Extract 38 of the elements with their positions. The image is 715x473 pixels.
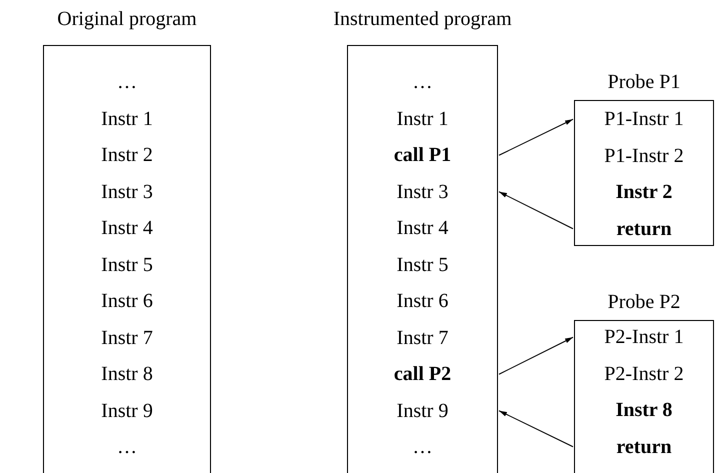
instruction-text: Instr 3 <box>44 174 210 210</box>
instruction-text: Instr 5 <box>348 246 497 283</box>
instruction-text: P1-Instr 2 <box>575 138 713 174</box>
instruction-text: Instr 9 <box>44 392 210 429</box>
instruction-text: Instr 4 <box>348 210 497 246</box>
instruction-text: P2-Instr 1 <box>575 319 713 356</box>
instruction-text: Instr 5 <box>44 246 210 283</box>
instruction-text: Instr 6 <box>348 283 497 320</box>
box-heading: Original program <box>56 7 198 31</box>
instruction-text: call P1 <box>348 137 497 174</box>
instruction-text: … <box>348 64 497 100</box>
arrow <box>498 410 574 448</box>
instruction-text: Instr 7 <box>44 320 210 356</box>
arrow <box>498 118 574 156</box>
instruction-text: Instr 1 <box>348 100 497 137</box>
instruction-text: return <box>575 428 713 465</box>
box-heading: Instrumented program <box>332 7 513 31</box>
arrow <box>498 336 574 375</box>
instruction-text: Instr 2 <box>44 137 210 174</box>
instruction-text: Instr 8 <box>44 356 210 392</box>
instruction-text: Instr 3 <box>348 174 497 210</box>
instruction-text: call P2 <box>348 356 497 392</box>
instruction-text: Instr 1 <box>44 100 210 137</box>
box-heading: Probe P2 <box>606 290 682 314</box>
instruction-text: Instr 6 <box>44 283 210 320</box>
instruction-text: P2-Instr 2 <box>575 356 713 392</box>
instruction-text: Instr 9 <box>348 392 497 429</box>
instruction-text: Instr 8 <box>575 392 713 428</box>
instruction-text: Instr 7 <box>348 320 497 356</box>
box-heading: Probe P1 <box>606 70 682 94</box>
instruction-text: … <box>44 429 210 466</box>
instruction-text: return <box>575 210 713 247</box>
instruction-text: P1-Instr 1 <box>575 101 713 138</box>
instruction-text: Instr 2 <box>575 174 713 210</box>
instruction-text: … <box>348 429 497 466</box>
instruction-text: … <box>44 64 210 100</box>
arrow <box>498 191 574 230</box>
instruction-text: Instr 4 <box>44 210 210 246</box>
